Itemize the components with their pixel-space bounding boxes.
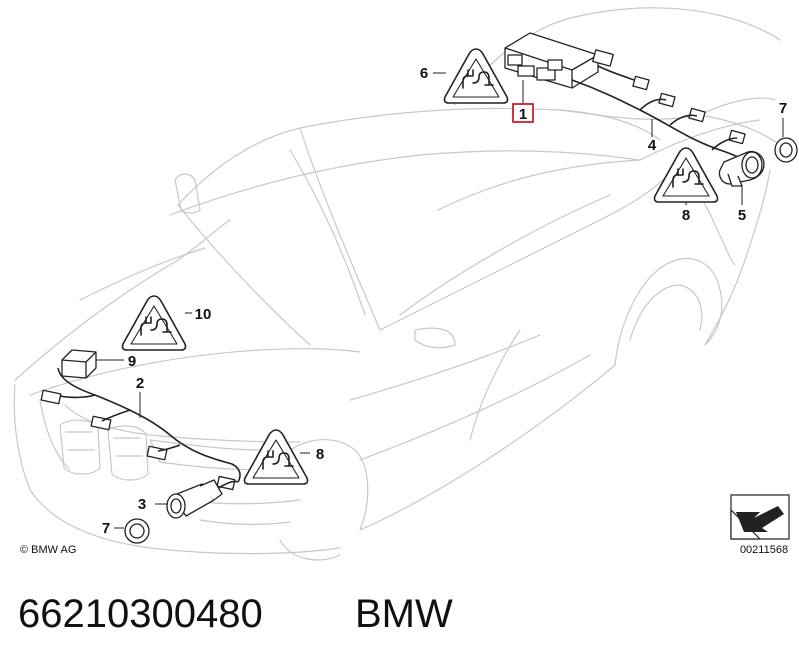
- part-number: 66210300480: [18, 592, 263, 636]
- callout-10: 10: [195, 306, 212, 323]
- front-sensor-ring: [114, 518, 150, 544]
- highlight-box: [512, 103, 534, 123]
- callout-1: 1: [519, 106, 527, 123]
- callout-3: 3: [138, 496, 146, 513]
- callout-6: 6: [420, 65, 428, 82]
- copyright-text: © BMW AG: [20, 544, 76, 556]
- callout-7-rear: 7: [779, 100, 787, 117]
- pdc-control-unit: [504, 32, 599, 104]
- brand-name: BMW: [355, 592, 453, 636]
- arrow-corner-icon: [730, 494, 790, 540]
- callout-7-front: 7: [102, 520, 110, 537]
- rear-sensor-ring: [774, 118, 798, 163]
- ground-symbol-icon: [243, 429, 309, 485]
- diagram-number: 00211568: [740, 544, 788, 556]
- callout-8-front: 8: [316, 446, 324, 463]
- callout-5: 5: [738, 207, 746, 224]
- ground-symbol-icon: [653, 147, 719, 203]
- front-wiring-harness: [40, 367, 241, 491]
- callout-4: 4: [648, 137, 657, 154]
- rear-pdc-sensor: [718, 150, 765, 205]
- car-outline: [13, 7, 781, 561]
- front-pdc-sensor: [155, 479, 239, 519]
- rear-wiring-harness: [571, 49, 753, 166]
- front-harness-connector: [61, 349, 124, 379]
- callout-8-rear: 8: [682, 207, 690, 224]
- callout-9: 9: [128, 353, 136, 370]
- ground-symbol-icon: [121, 295, 187, 351]
- callout-2: 2: [136, 375, 144, 392]
